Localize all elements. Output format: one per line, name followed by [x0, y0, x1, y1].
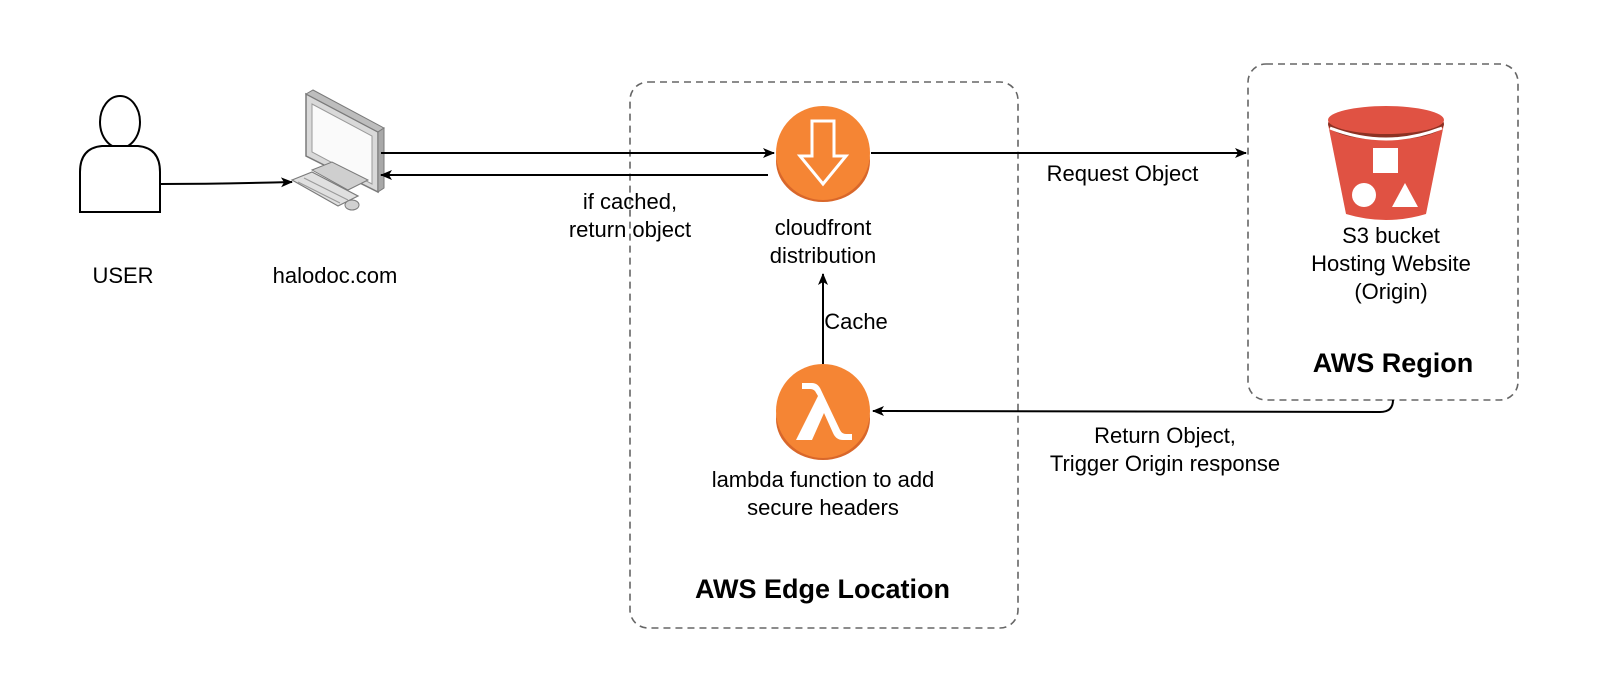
if-cached-line1: if cached,: [582, 189, 678, 214]
region-title: AWS Region: [1312, 348, 1474, 378]
region-group: [1247, 63, 1519, 401]
cloudfront-label-line1: cloudfront: [774, 215, 872, 240]
s3-label-line1: S3 bucket: [1342, 223, 1440, 248]
s3-label: S3 bucket Hosting Website (Origin): [1286, 222, 1496, 306]
lambda-symbol-icon: [776, 364, 870, 460]
return-object-line1: Return Object,: [1094, 423, 1236, 448]
request-object-label: Request Object: [1046, 161, 1199, 186]
computer-label: halodoc.com: [272, 263, 398, 288]
cache-label: Cache: [824, 309, 888, 334]
person-outline-icon: [79, 95, 161, 213]
return-object-label: Return Object, Trigger Origin response: [1030, 422, 1300, 478]
lambda-label-line1: lambda function to add: [711, 467, 935, 492]
user-label: USER: [92, 263, 154, 288]
cloudfront-download-arrow-icon: [776, 106, 870, 202]
edge-s3-to-lambda: [872, 399, 1394, 417]
s3-label-line3: (Origin): [1354, 279, 1428, 304]
desktop-computer-icon: [290, 89, 385, 211]
edge-location-group: [629, 81, 1019, 629]
cloudfront-label-line2: distribution: [769, 243, 877, 268]
return-object-line2: Trigger Origin response: [1049, 451, 1281, 476]
s3-bucket-icon: [1328, 106, 1444, 220]
if-cached-label: if cached, return object: [540, 188, 720, 244]
cloudfront-label: cloudfront distribution: [733, 214, 913, 270]
lambda-label: lambda function to add secure headers: [683, 466, 963, 522]
edge-location-title: AWS Edge Location: [694, 574, 950, 604]
lambda-label-line2: secure headers: [747, 495, 899, 520]
if-cached-line2: return object: [568, 217, 692, 242]
s3-label-line2: Hosting Website: [1311, 251, 1471, 276]
edge-user-to-computer: [159, 177, 293, 188]
